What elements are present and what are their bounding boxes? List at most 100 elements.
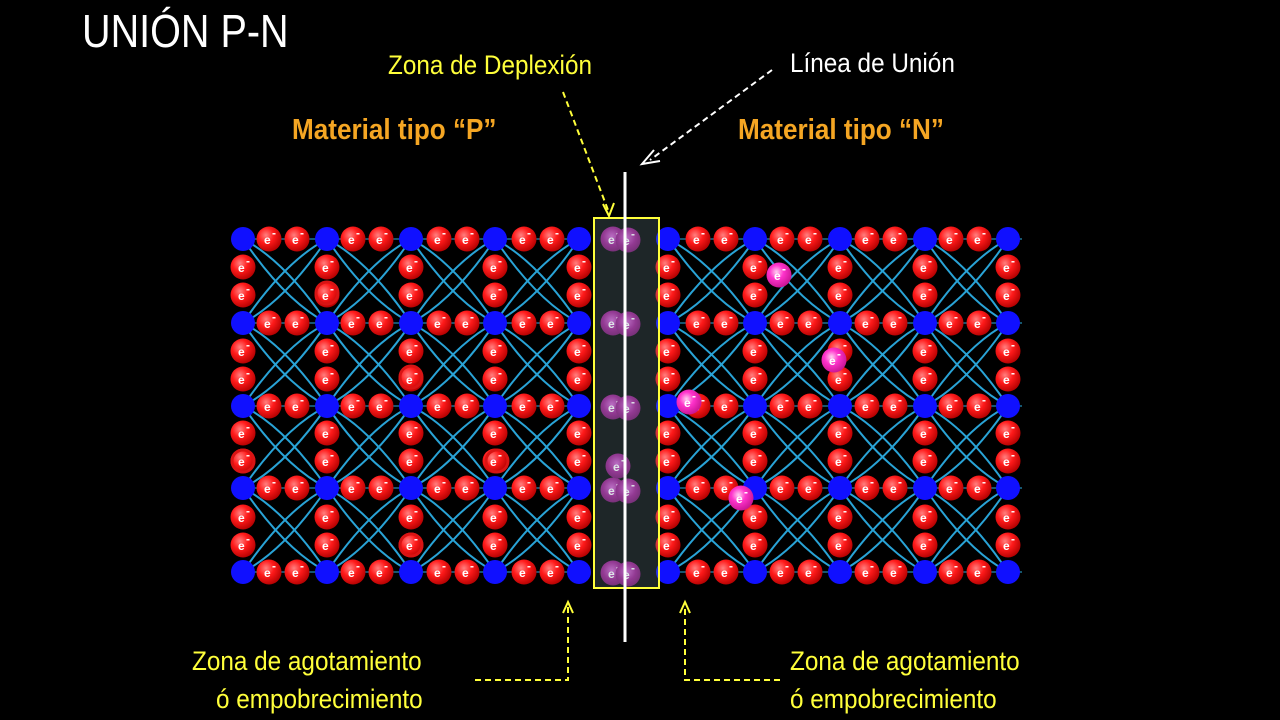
electron-label: e [322, 261, 329, 275]
electron-charge: - [928, 448, 932, 462]
electron: e- [742, 366, 768, 392]
electron: e- [482, 504, 508, 530]
electron-ball [230, 338, 256, 364]
electron-label: e [574, 539, 581, 553]
electron: e- [482, 254, 508, 280]
atom [567, 476, 591, 500]
electron-charge: - [898, 226, 902, 240]
atom [231, 311, 255, 335]
electron: e- [938, 393, 964, 419]
bond-line [326, 405, 412, 489]
bond-line [326, 238, 412, 324]
bond-line [754, 405, 841, 489]
electron-charge: - [671, 338, 675, 352]
electron-ball [966, 559, 992, 585]
electron-ball [728, 485, 754, 511]
electron-charge: - [671, 504, 675, 518]
electron-ball [482, 420, 508, 446]
electron-label: e [406, 427, 413, 441]
electron: e- [713, 226, 739, 252]
electron-charge: - [300, 559, 304, 573]
electron: e- [854, 226, 880, 252]
bond-line [494, 405, 580, 489]
electron: e- [482, 338, 508, 364]
bond-line [839, 238, 926, 324]
electron-charge: - [898, 559, 902, 573]
electron-ball [797, 393, 823, 419]
electron-ball [966, 310, 992, 336]
electron-ball [340, 226, 366, 252]
bond-line [839, 405, 926, 489]
electron-ball [854, 393, 880, 419]
bond-line [667, 238, 756, 324]
atom [996, 227, 1020, 251]
electron-ball [230, 254, 256, 280]
electron: e- [655, 448, 681, 474]
bond-line [839, 487, 926, 573]
electron-charge: - [555, 559, 559, 573]
electron-charge: - [300, 310, 304, 324]
junction-arrow [649, 69, 773, 161]
bond-line [924, 405, 1009, 489]
electron-charge: - [442, 310, 446, 324]
electron: e- [797, 475, 823, 501]
electron-ball [230, 448, 256, 474]
atom [231, 394, 255, 418]
electron-ball [995, 366, 1021, 392]
electron-charge: - [928, 532, 932, 546]
electron-label: e [750, 455, 757, 469]
electron: e- [685, 475, 711, 501]
bond-line [410, 405, 496, 489]
electron-ball [566, 338, 592, 364]
electron: e- [769, 475, 795, 501]
bond-line [667, 238, 756, 324]
electron-ball [511, 475, 537, 501]
electron-label: e [750, 261, 757, 275]
electron-ball [454, 310, 480, 336]
electron-ball [938, 226, 964, 252]
electron-label: e [348, 482, 355, 496]
electron-label: e [721, 566, 728, 580]
bond-line [839, 405, 926, 489]
electron-label: e [835, 261, 842, 275]
bond-line [494, 405, 580, 489]
electron-ball [615, 395, 641, 421]
electron: e- [685, 559, 711, 585]
electron-label: e [920, 427, 927, 441]
electron-label: e [376, 317, 383, 331]
free-electron: e- [821, 347, 847, 373]
electron-charge: - [843, 448, 847, 462]
bond-line [326, 238, 412, 324]
bond-line [839, 405, 926, 489]
electron-charge: - [843, 532, 847, 546]
electron-label: e [920, 455, 927, 469]
bond-line [494, 322, 580, 407]
electron-label: e [322, 511, 329, 525]
bond-line [242, 238, 328, 324]
electron-charge: - [582, 254, 586, 268]
left-depletion-label-line1: Zona de agotamiento [192, 646, 422, 676]
electron-label: e [490, 455, 497, 469]
electron-ball [655, 504, 681, 530]
atom [996, 394, 1020, 418]
electron-charge: - [1011, 366, 1015, 380]
electron-label: e [462, 317, 469, 331]
electron-charge: - [758, 254, 762, 268]
electron-label: e [693, 566, 700, 580]
electron-label: e [376, 482, 383, 496]
electron: e- [655, 366, 681, 392]
electron-ball [827, 254, 853, 280]
electron-charge: - [1011, 254, 1015, 268]
electron: e- [368, 475, 394, 501]
electron-ball [713, 310, 739, 336]
electron-charge: - [414, 338, 418, 352]
electron-label: e [920, 373, 927, 387]
electron-label: e [663, 455, 670, 469]
atom [996, 476, 1020, 500]
electron-ball [615, 478, 641, 504]
atom [828, 560, 852, 584]
electron-charge: - [843, 338, 847, 352]
electron-charge: - [555, 226, 559, 240]
bond-line [494, 405, 580, 489]
electron-label: e [750, 289, 757, 303]
